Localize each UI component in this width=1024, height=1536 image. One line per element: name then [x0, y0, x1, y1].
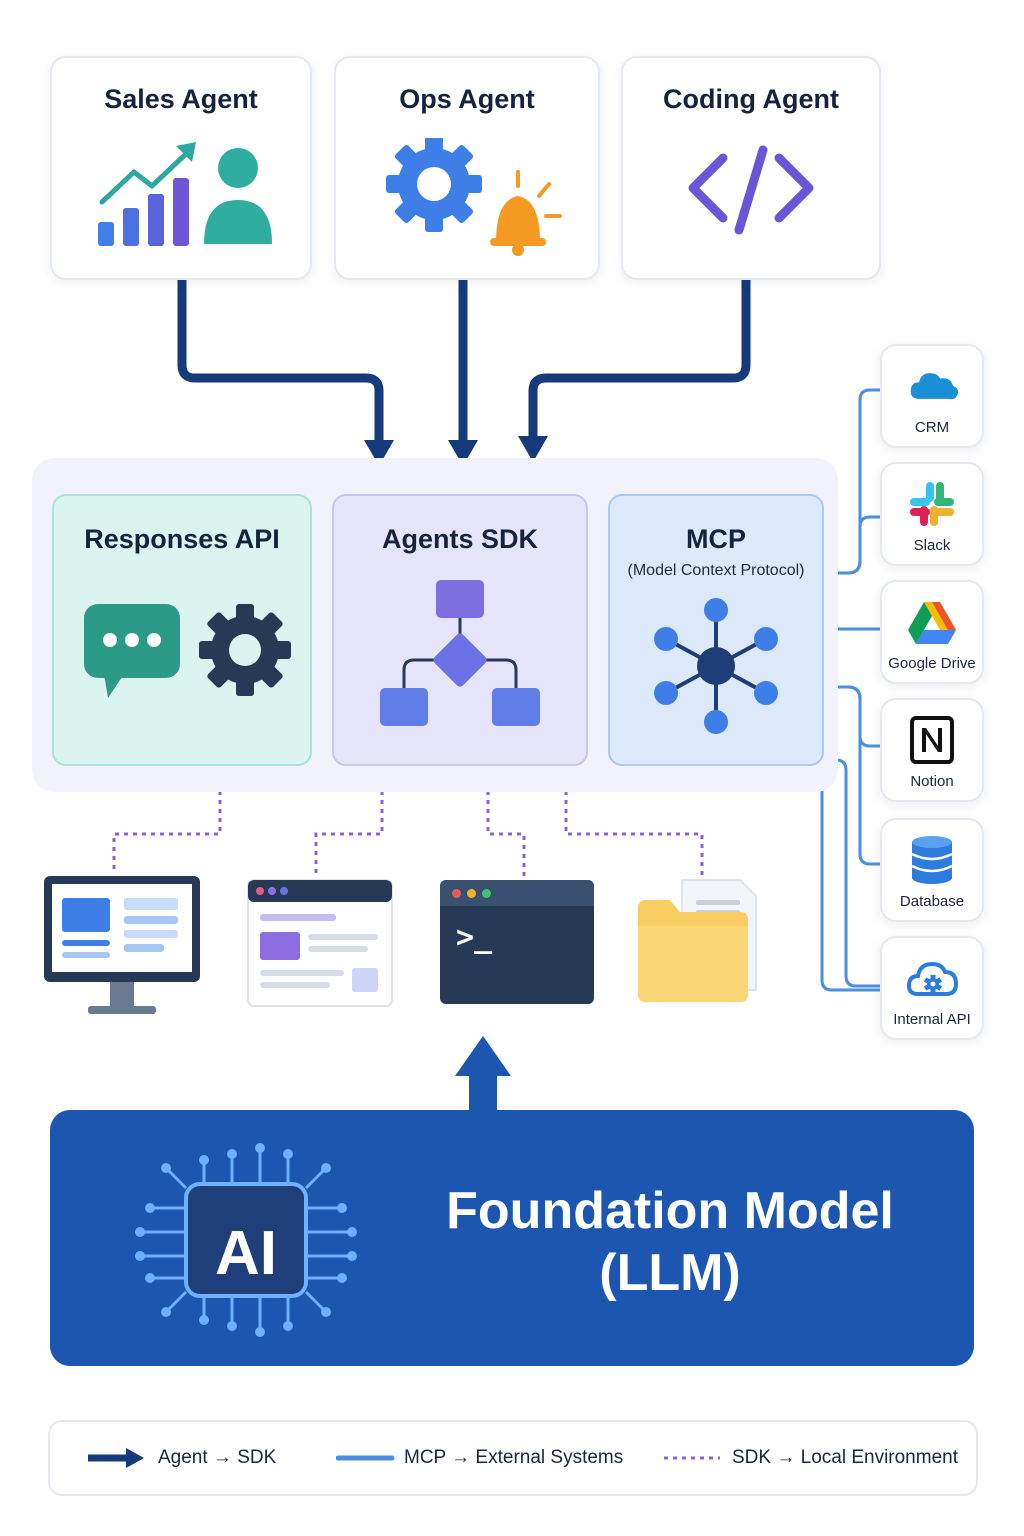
slack-icon — [910, 482, 954, 526]
legend-solid-line-swatch — [336, 1455, 395, 1461]
responses-api-panel[interactable]: Responses API — [52, 494, 312, 766]
arrowhead — [448, 440, 478, 466]
sales-agent-title: Sales Agent — [104, 84, 258, 114]
notion-label: Notion — [910, 773, 954, 790]
internal-api-label: Internal API — [893, 1011, 971, 1028]
external-system-crm[interactable]: CRM — [880, 344, 984, 448]
mcp-panel[interactable]: MCP (Model Context Protocol) — [608, 494, 824, 766]
legend-agent-sdk-label: Agent → SDK — [158, 1447, 277, 1468]
coding-agent-arrow — [528, 278, 751, 440]
hub-network-icon — [654, 598, 778, 734]
foundation-title-line1: Foundation Model — [446, 1182, 894, 1240]
database-icon — [911, 836, 953, 884]
responses-api-title: Responses API — [84, 524, 280, 554]
workflow-diagram-icon — [380, 580, 540, 726]
mcp-title: MCP — [686, 524, 746, 554]
code-brackets-icon — [623, 138, 879, 258]
cloud-gear-icon — [906, 961, 958, 996]
chat-gear-icon — [84, 604, 291, 698]
external-system-slack[interactable]: Slack — [880, 462, 984, 566]
external-system-database[interactable]: Database — [880, 818, 984, 922]
external-system-internal-api[interactable]: Internal API — [880, 936, 984, 1040]
agent-to-sdk-arrows — [177, 278, 751, 445]
database-label: Database — [899, 893, 965, 910]
foundation-up-arrow — [455, 1036, 511, 1114]
legend-dotted-line-swatch — [664, 1456, 720, 1460]
ops-agent-title: Ops Agent — [399, 84, 535, 114]
external-system-google-drive[interactable]: Google Drive — [880, 580, 984, 684]
agents-sdk-title: Agents SDK — [381, 524, 538, 554]
coding-agent-card[interactable]: Coding Agent — [621, 56, 881, 280]
google-drive-icon — [908, 602, 956, 644]
slack-label: Slack — [913, 537, 951, 554]
monitor-icon — [44, 876, 200, 1014]
ops-agent-card[interactable]: Ops Agent — [334, 56, 600, 280]
cloud-logo-icon — [910, 373, 959, 400]
terminal-icon: >_ — [440, 880, 594, 1004]
ai-chip-label: AI — [215, 1219, 277, 1288]
terminal-prompt: >_ — [456, 920, 493, 955]
notion-icon — [910, 716, 954, 764]
browser-icon — [247, 879, 393, 1007]
arrowhead — [518, 436, 548, 462]
crm-label: CRM — [914, 419, 950, 436]
folder-icon — [638, 879, 757, 1002]
foundation-title: Foundation Model (LLM) — [440, 1180, 900, 1304]
mcp-subtitle: (Model Context Protocol) — [627, 562, 805, 579]
sales-agent-card[interactable]: Sales Agent — [50, 56, 312, 280]
growth-chart-person-icon — [52, 138, 310, 258]
sdk-to-local-lines — [112, 764, 704, 876]
arrowhead — [364, 440, 394, 466]
legend: Agent → SDK MCP → External Systems SDK →… — [48, 1420, 978, 1496]
legend-solid-arrow-swatch — [88, 1448, 144, 1468]
google-drive-label: Google Drive — [888, 655, 976, 672]
external-system-notion[interactable]: Notion — [880, 698, 984, 802]
sales-agent-arrow — [177, 278, 384, 445]
foundation-model-block: AI Foundation Model (LLM) — [50, 1110, 974, 1366]
ai-chip-icon — [135, 1143, 357, 1337]
coding-agent-title: Coding Agent — [663, 84, 839, 114]
legend-mcp-external-label: MCP → External Systems — [404, 1447, 624, 1468]
agents-sdk-panel[interactable]: Agents SDK — [332, 494, 588, 766]
gear-bell-icon — [336, 138, 598, 258]
legend-sdk-local-label: SDK → Local Environment — [732, 1447, 958, 1468]
foundation-title-line2: (LLM) — [599, 1244, 741, 1302]
